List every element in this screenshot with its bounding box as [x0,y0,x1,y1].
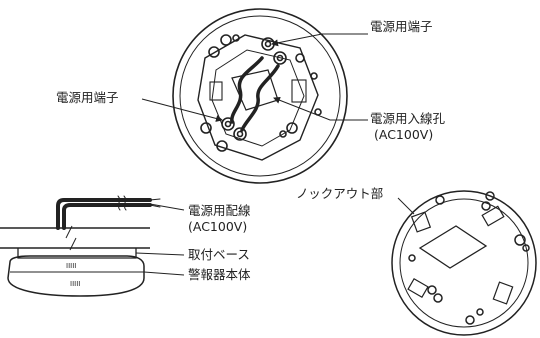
alarm-body-side [7,255,145,297]
label-alarm-body: 警報器本体 [188,267,251,282]
base-outer-ring [172,8,348,184]
label-knockout-part: ノックアウト部 [296,186,384,201]
side-view: IIIII IIIII [0,225,150,297]
leaders-side [135,203,185,276]
label-power-terminal-top: 電源用端子 [370,19,433,34]
knockout-view [391,190,537,336]
label-power-wiring: 電源用配線 [188,203,251,218]
power-wiring [56,195,161,230]
label-power-wiring-voltage: (AC100V) [188,219,248,234]
leader-knockout [397,197,415,215]
terminal-left-icon [221,117,247,141]
label-power-terminal-left: 電源用端子 [56,90,119,105]
label-power-inlet-voltage: (AC100V) [374,127,434,142]
label-mounting-base: 取付ベース [188,247,250,262]
base-top-view [172,8,348,184]
label-power-inlet-hole: 電源用入線孔 [370,111,446,126]
wires-top [230,56,280,132]
screw-hole-icon [200,34,322,152]
leaders-top [141,33,368,122]
svg-text:IIIII: IIIII [66,262,76,270]
svg-text:IIIII: IIIII [70,280,80,288]
